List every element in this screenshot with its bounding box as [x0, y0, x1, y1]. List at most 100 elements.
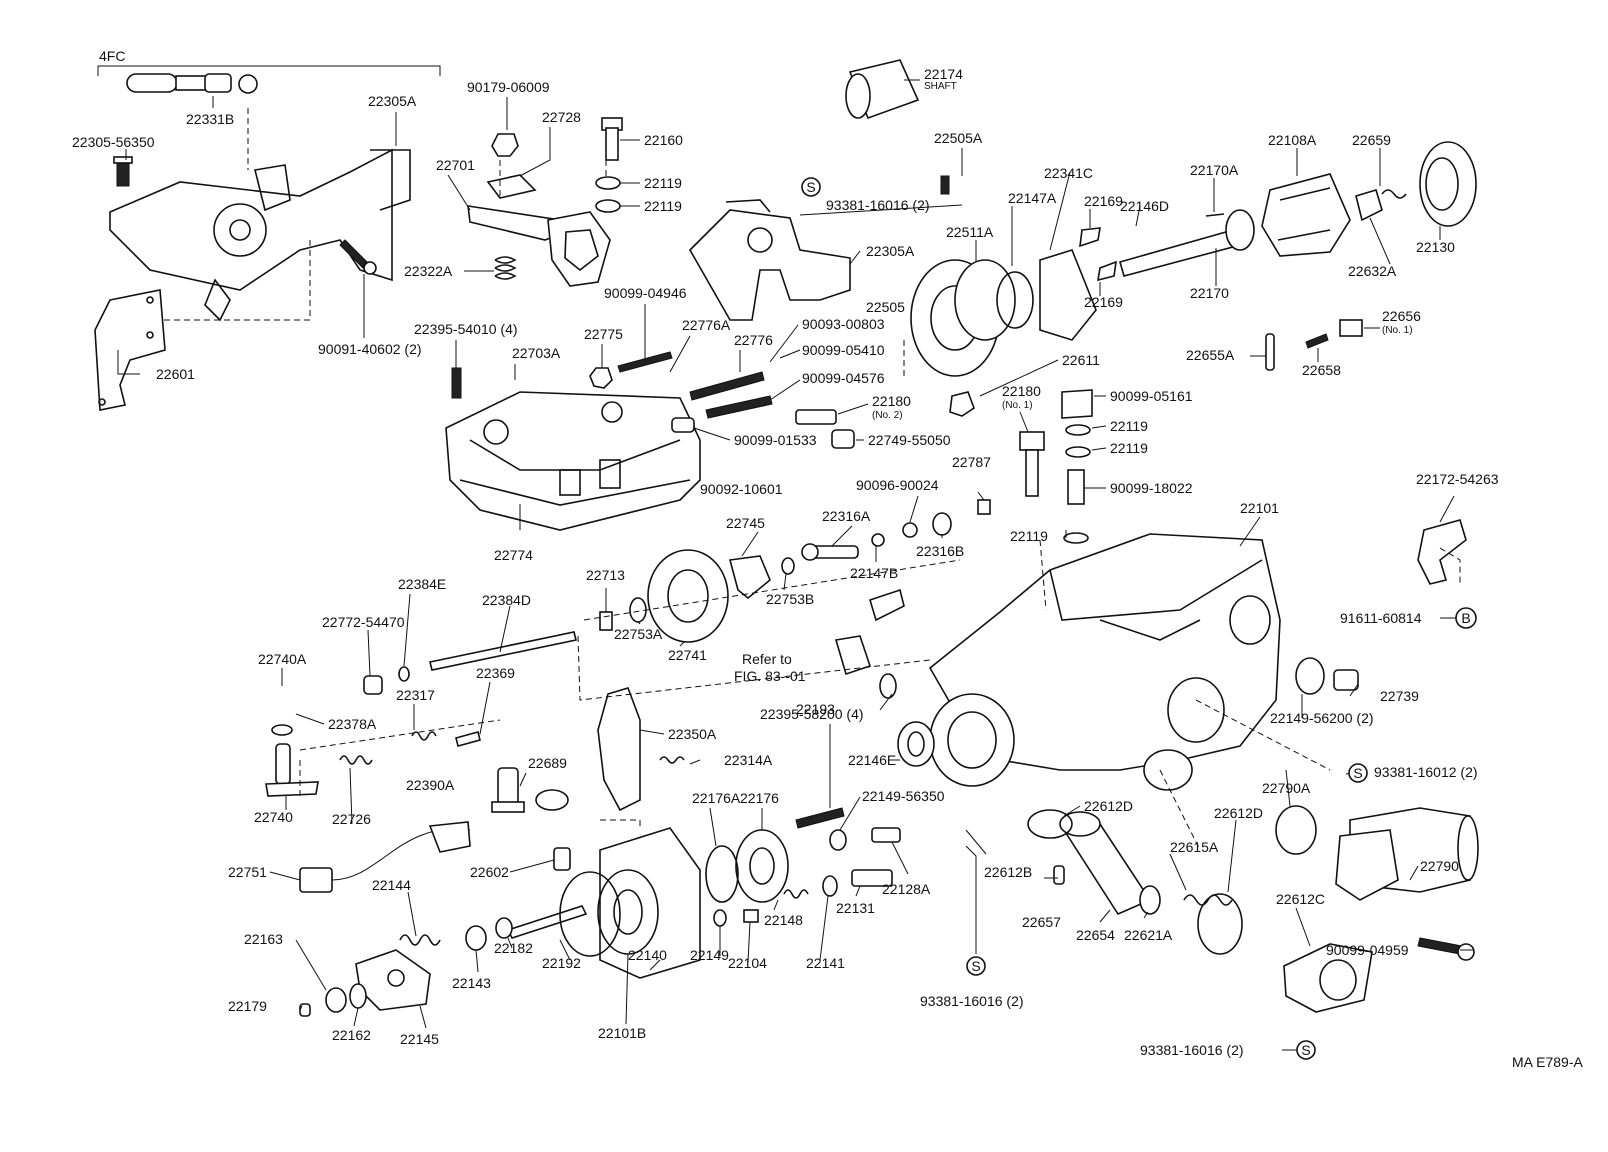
part-22621a-washer: [1139, 885, 1161, 915]
part-22654-tube: [1059, 811, 1152, 916]
callout-label: 22703A: [512, 345, 561, 361]
part-22689-ring: [535, 789, 569, 811]
callout-label: 22147B: [850, 565, 898, 581]
callout-note: (No. 1): [1382, 325, 1413, 336]
callout-label: 22160: [644, 132, 683, 148]
callout-label: 22612D: [1214, 805, 1263, 821]
callout-label: 22659: [1352, 132, 1391, 148]
callout-note: (No. 2): [872, 410, 903, 421]
part-22144-spring: [399, 934, 441, 946]
callout-label: 22119: [1110, 440, 1148, 456]
callout-label: 22143: [452, 975, 491, 991]
callout-label: 22163: [244, 931, 283, 947]
part-22657-pin: [1053, 865, 1065, 885]
part-22395-58200-bolt: [795, 807, 845, 829]
part-90099-04576-screw: [705, 395, 773, 419]
callout-label: 22384E: [398, 576, 446, 592]
callout-label: 22193: [796, 701, 835, 717]
callout-label: 22774: [494, 547, 533, 563]
part-22322a-spring: [494, 256, 517, 280]
part-22776-screw: [689, 371, 765, 401]
callout-label: 22101: [1240, 500, 1279, 516]
callout-label: 22128A: [882, 881, 931, 897]
part-22505-coupling: [910, 175, 1097, 377]
group-header-label: 4FC: [99, 48, 125, 64]
part-22772-54470-nut: [363, 675, 383, 695]
part-22305a-bracket-left: [109, 148, 411, 322]
part-22101-pump-housing: [928, 533, 1281, 791]
part-22174-shaft: [845, 59, 920, 120]
callout-label: 22162: [332, 1027, 371, 1043]
part-22104-screw: [743, 909, 759, 923]
callout-label: 22169: [1084, 193, 1123, 209]
callout-label: 22612B: [984, 864, 1032, 880]
part-22384e-ring: [398, 666, 410, 682]
part-refer-fitting: [834, 588, 905, 676]
callout-label: 22621A: [1124, 927, 1173, 943]
part-22176a-oring: [705, 845, 739, 903]
part-22790a-oring: [1275, 805, 1317, 855]
callout-label: 91611-60814: [1340, 610, 1422, 626]
callout-label: 22611: [1062, 352, 1100, 368]
callout-label: 22140: [628, 947, 667, 963]
callout-label: 22317: [396, 687, 435, 703]
callout-label: 22131: [836, 900, 875, 916]
callout-label: 22341C: [1044, 165, 1093, 181]
callout-label: 22144: [372, 877, 411, 893]
callout-label: 22701: [436, 157, 475, 173]
callout-label: 22378A: [328, 716, 377, 732]
callout-label: 22787: [952, 454, 991, 470]
part-90179-06009-nut: [491, 133, 519, 157]
part-22131-fitting: [851, 869, 893, 887]
part-22745-lever: [728, 555, 771, 600]
part-22753b-washer: [781, 557, 795, 575]
callout-label: 22602: [470, 864, 509, 880]
part-22384d-shaft: [429, 631, 577, 671]
callout-label: 22749-55050: [868, 432, 951, 448]
callout-label: 22601: [156, 366, 195, 382]
part-22632a-spring: [1355, 189, 1407, 222]
callout-label: 22632A: [1348, 263, 1397, 279]
callout-label: 22615A: [1170, 839, 1219, 855]
callout-label: 90092-10601: [700, 481, 783, 497]
s-symbol: S: [801, 177, 821, 197]
callout-label: 22751: [228, 864, 267, 880]
callout-label: 22790: [1420, 858, 1459, 874]
part-22741-ring: [647, 549, 729, 643]
callout-label: 22176: [740, 790, 779, 806]
svg-text:S: S: [806, 179, 815, 195]
s-symbol: S: [1348, 763, 1368, 783]
part-22658-screw: [1305, 333, 1329, 349]
part-22192-plunger: [506, 905, 588, 939]
callout-label: 22776A: [682, 317, 731, 333]
callout-label: 90093-00803: [802, 316, 885, 332]
part-22182-washer: [495, 917, 513, 939]
part-22602-plug: [553, 847, 571, 871]
part-22163-washer: [325, 987, 347, 1013]
callout-label: 22775: [584, 326, 623, 342]
part-22615a-spring: [1183, 894, 1233, 906]
callout-label: 93381-16016 (2): [1140, 1042, 1244, 1058]
callout-label: 22176A: [692, 790, 741, 806]
callout-label: 22148: [764, 912, 803, 928]
callout-label: 22147A: [1008, 190, 1057, 206]
callout-label: 22149: [690, 947, 729, 963]
callout-label: 22119: [644, 175, 682, 191]
part-22316a-pin: [801, 543, 859, 561]
callout-label: 22505: [866, 299, 905, 315]
callout-label: 90099-01533: [734, 432, 817, 448]
part-22395-54010-bolt: [451, 367, 462, 399]
callout-label: 22390A: [406, 777, 455, 793]
callout-label: 22505A: [934, 130, 983, 146]
callout-label: 22745: [726, 515, 765, 531]
part-22128a-fitting: [871, 827, 901, 843]
callout-label: 90099-18022: [1110, 480, 1193, 496]
part-90099-05161-cap: [1061, 389, 1093, 458]
refer-note-line1: Refer to: [742, 651, 792, 667]
parts-drawing: [94, 59, 1479, 1017]
callout-label: 90099-05161: [1110, 388, 1193, 404]
part-90099-04959-bolt: [1417, 937, 1475, 961]
part-22147b-clip: [871, 533, 885, 547]
callout-label: 22305-56350: [72, 134, 155, 150]
